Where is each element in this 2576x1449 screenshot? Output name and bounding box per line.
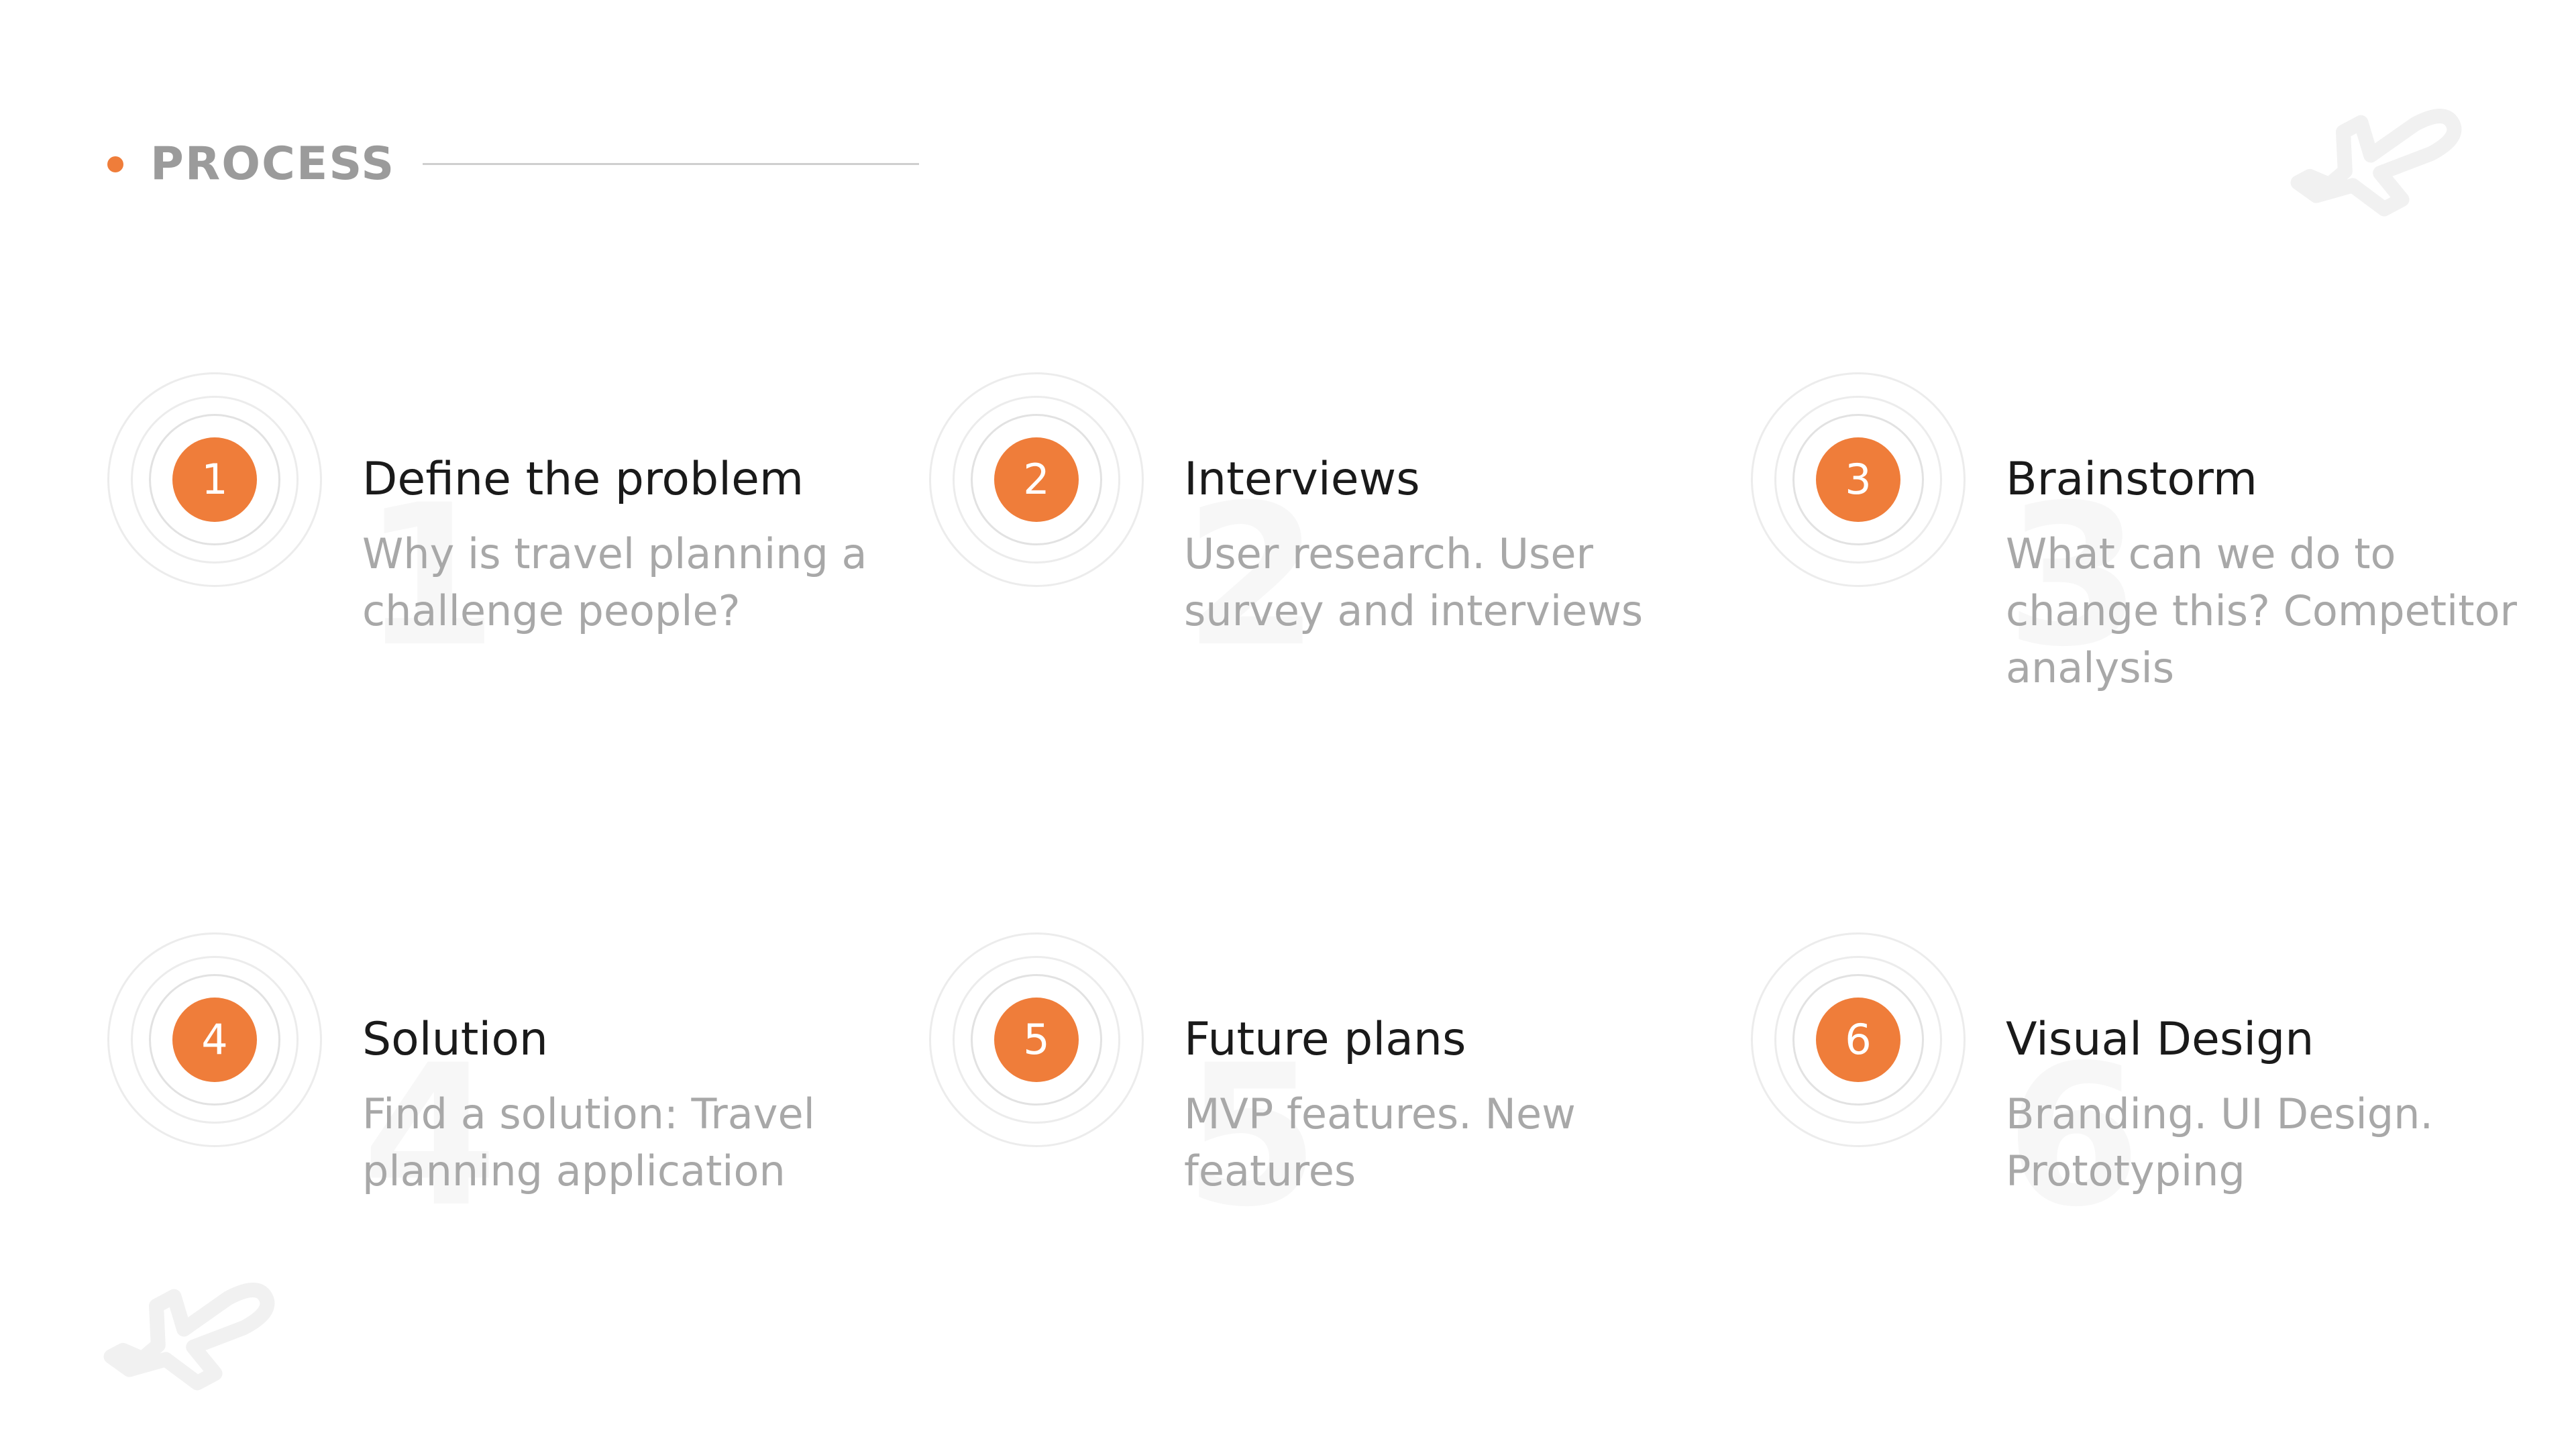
step-watermark-number: 6 bbox=[2006, 1024, 2141, 1250]
step-title: Visual Design bbox=[2006, 1013, 2314, 1066]
step-description: MVP features. New features bbox=[1184, 1089, 1576, 1195]
step-title: Brainstorm bbox=[2006, 453, 2257, 506]
header-divider bbox=[423, 163, 919, 165]
step-number-badge: 2 bbox=[994, 437, 1079, 522]
airplane-outline-icon bbox=[103, 1283, 275, 1391]
step-rings: 5 bbox=[929, 932, 1144, 1147]
step-number-badge: 4 bbox=[172, 998, 257, 1082]
section-title: PROCESS bbox=[150, 138, 396, 191]
step-description: Branding. UI Design. Prototyping bbox=[2006, 1089, 2434, 1195]
step-watermark-number: 5 bbox=[1184, 1024, 1320, 1250]
process-step: 6 6 Visual Design Branding. UI Design. P… bbox=[1751, 932, 2556, 1335]
step-rings: 6 bbox=[1751, 932, 1966, 1147]
step-rings: 3 bbox=[1751, 372, 1966, 587]
step-description: Find a solution: Travel planning applica… bbox=[362, 1089, 815, 1195]
step-watermark-number: 4 bbox=[362, 1024, 498, 1250]
step-description: Why is travel planning a challenge peopl… bbox=[362, 529, 867, 635]
step-rings: 1 bbox=[107, 372, 322, 587]
step-description: User research. User survey and interview… bbox=[1184, 529, 1644, 635]
process-step: 5 5 Future plans MVP features. New featu… bbox=[929, 932, 1734, 1335]
step-title: Solution bbox=[362, 1013, 549, 1066]
step-watermark-number: 2 bbox=[1184, 464, 1320, 690]
process-step: 3 3 Brainstorm What can we do to change … bbox=[1751, 372, 2556, 775]
step-watermark-number: 1 bbox=[362, 464, 498, 690]
step-title: Future plans bbox=[1184, 1013, 1466, 1066]
step-title: Define the problem bbox=[362, 453, 804, 506]
process-step: 4 4 Solution Find a solution: Travel pla… bbox=[107, 932, 912, 1335]
step-description: What can we do to change this? Competito… bbox=[2006, 529, 2518, 692]
step-title: Interviews bbox=[1184, 453, 1420, 506]
step-rings: 4 bbox=[107, 932, 322, 1147]
step-number-badge: 6 bbox=[1816, 998, 1900, 1082]
bullet-dot bbox=[107, 156, 123, 172]
step-rings: 2 bbox=[929, 372, 1144, 587]
process-step: 2 2 Interviews User research. User surve… bbox=[929, 372, 1734, 775]
step-number-badge: 3 bbox=[1816, 437, 1900, 522]
process-step: 1 1 Define the problem Why is travel pla… bbox=[107, 372, 912, 775]
section-header: PROCESS bbox=[107, 138, 395, 191]
step-number-badge: 1 bbox=[172, 437, 257, 522]
step-watermark-number: 3 bbox=[2006, 464, 2141, 690]
airplane-outline-icon bbox=[2290, 109, 2462, 217]
step-number-badge: 5 bbox=[994, 998, 1079, 1082]
